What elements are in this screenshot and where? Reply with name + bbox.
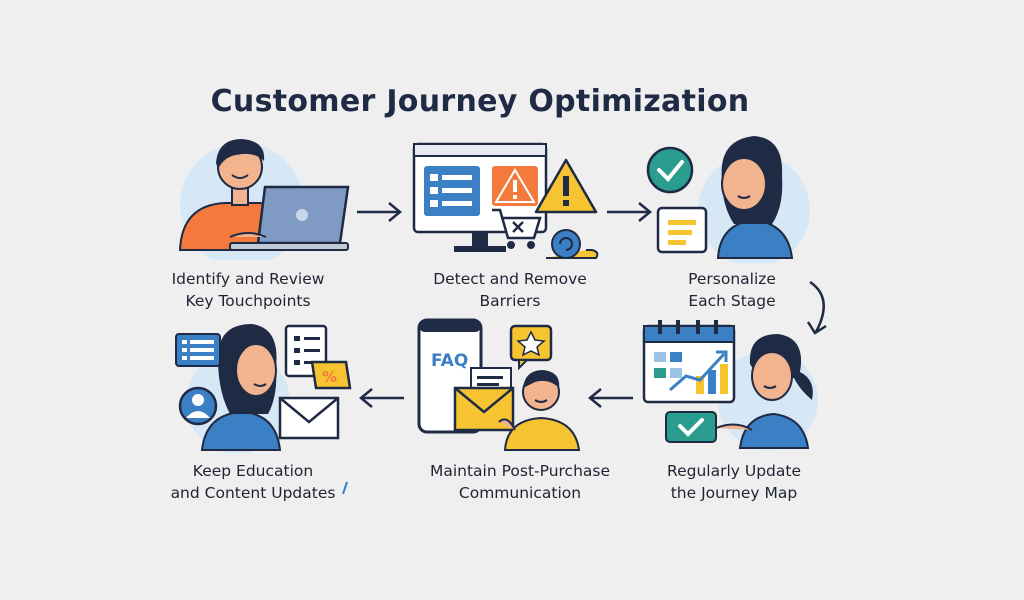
faq-text: FAQ (431, 351, 468, 371)
education-content-illustration: % (175, 324, 352, 453)
laptop-user-illustration (178, 139, 350, 260)
pencil-mark-icon (342, 481, 348, 495)
personalize-illustration (646, 136, 810, 263)
journey-map-update-illustration (642, 320, 818, 450)
curved-arrow-down-icon (806, 280, 827, 335)
diagram-title: Customer Journey Optimization (210, 84, 750, 119)
percent-icon: % (322, 368, 337, 386)
arrow-left-icon (359, 388, 404, 408)
arrow-right-icon (607, 202, 652, 222)
barrier-monitor-illustration (412, 142, 599, 259)
arrow-left-icon (588, 388, 633, 408)
post-purchase-illustration: FAQ (417, 318, 581, 451)
arrow-right-icon (357, 202, 402, 222)
